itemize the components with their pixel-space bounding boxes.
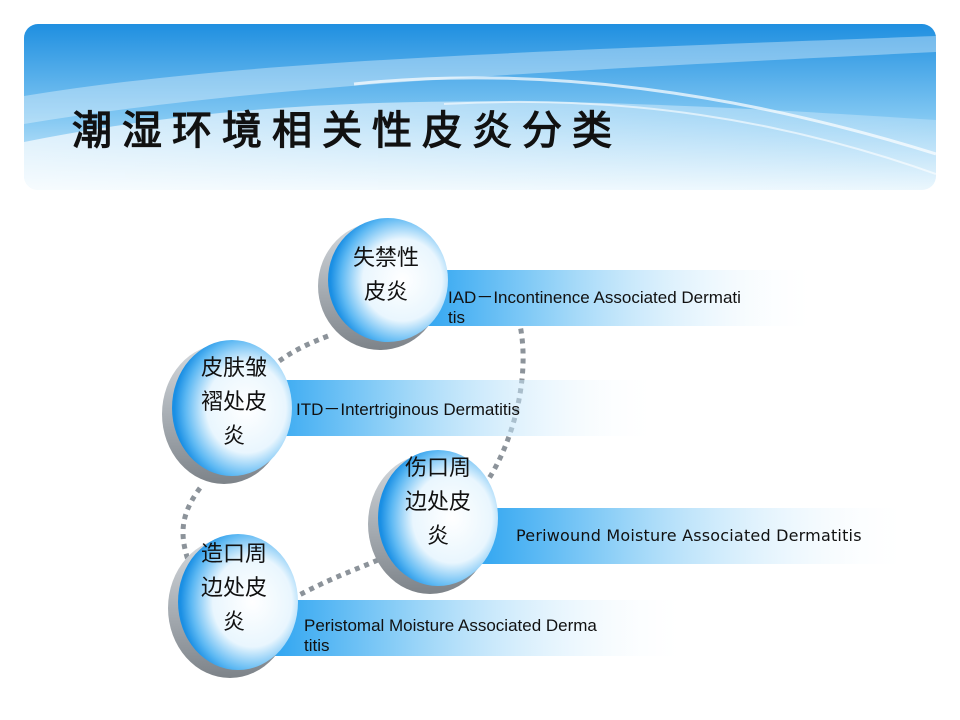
description-itd: ITD－Intertriginous Dermatitis (296, 400, 520, 419)
node-itd-line-3: 炎 (222, 424, 245, 449)
header-banner (24, 24, 936, 190)
bar-iad (400, 270, 820, 326)
bar-periwound (452, 508, 912, 564)
node-peristomal-line-3: 炎 (222, 610, 245, 635)
node-iad-line-1: 失禁性 (352, 246, 419, 271)
node-periwound-line-2: 边处皮 (404, 490, 471, 515)
connector-iad-itd (268, 333, 329, 370)
node-periwound-line-1: 伤口周 (404, 456, 471, 481)
node-peristomal: 造口周 边处皮 炎 (164, 528, 304, 678)
description-peristomal-line-2: titis (304, 636, 330, 655)
node-peristomal-line-1: 造口周 (200, 542, 267, 567)
description-iad-line-1: IAD－Incontinence Associated Dermati (448, 288, 741, 307)
node-iad-line-2: 皮炎 (363, 280, 408, 305)
bar-peristomal (250, 600, 690, 656)
node-periwound: 伤口周 边处皮 炎 (364, 446, 504, 594)
description-periwound: Periwound Moisture Associated Dermatitis (516, 526, 862, 545)
node-itd-line-1: 皮肤皱 (200, 356, 267, 381)
node-itd: 皮肤皱 褶处皮 炎 (158, 336, 298, 484)
description-iad: IAD－Incontinence Associated Dermati tis (448, 288, 828, 328)
node-periwound-line-3: 炎 (426, 524, 449, 549)
node-itd-line-2: 褶处皮 (200, 390, 267, 415)
bar-itd (240, 380, 660, 436)
description-iad-line-2: tis (448, 308, 465, 327)
description-peristomal: Peristomal Moisture Associated Derma tit… (304, 616, 684, 656)
connector-periwound-peristomal (288, 557, 379, 603)
page-title: 潮湿环境相关性皮炎分类 (72, 107, 622, 154)
description-peristomal-line-1: Peristomal Moisture Associated Derma (304, 616, 597, 635)
connector-itd-peristomal (180, 486, 203, 561)
node-peristomal-line-2: 边处皮 (200, 576, 267, 601)
node-iad: 失禁性 皮炎 (314, 214, 454, 354)
